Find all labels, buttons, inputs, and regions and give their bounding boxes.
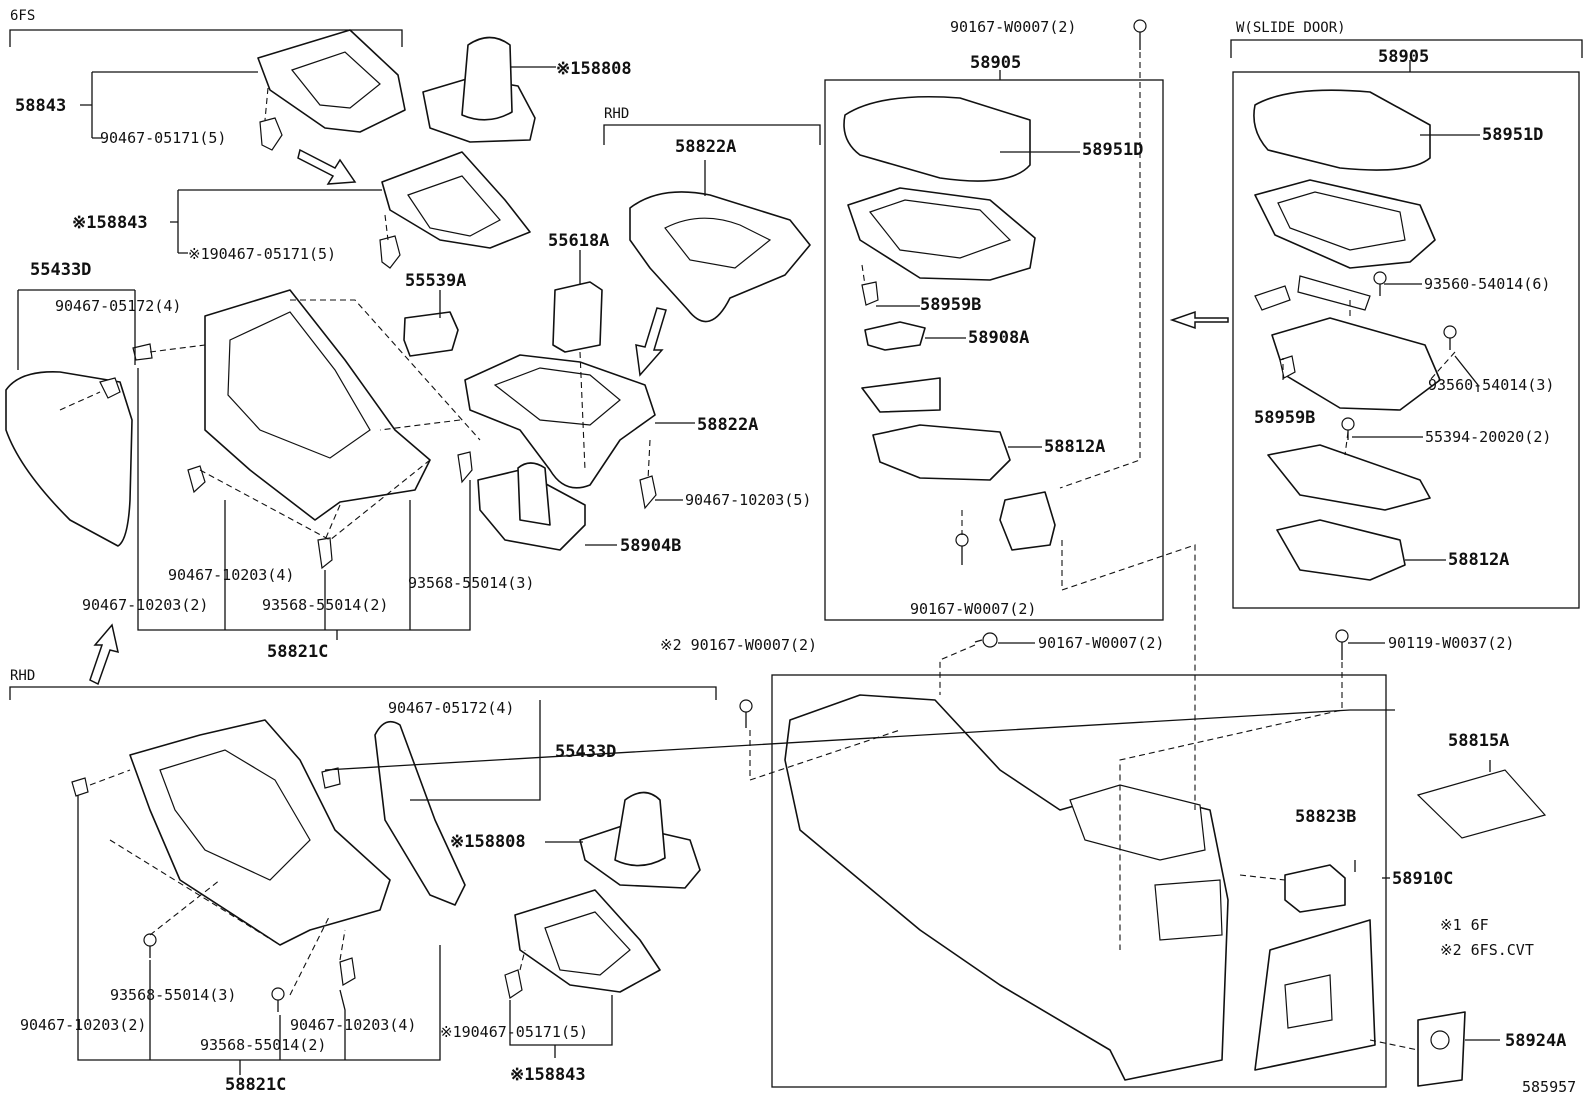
part-label: 55539A xyxy=(405,271,466,291)
console-box-frame xyxy=(771,674,1387,1088)
part-label: 55433D xyxy=(30,260,91,280)
part-label: 58959B xyxy=(1254,408,1315,428)
part-label: 58843 xyxy=(15,96,66,116)
part-label: 55433D xyxy=(555,742,616,762)
part-label: 58905 xyxy=(970,53,1021,73)
section-label-slide-door: W(SLIDE DOOR) xyxy=(1236,20,1346,36)
part-label: 55618A xyxy=(548,231,609,251)
fasteners xyxy=(71,19,1457,1012)
part-label: 90119-W0037(2) xyxy=(1388,634,1514,652)
footnote-2: ※2 6FS.CVT xyxy=(1440,941,1534,959)
parts-artwork xyxy=(5,29,1547,1087)
section-label-rhd-cup: RHD xyxy=(604,106,629,122)
part-label: 58823B xyxy=(1295,807,1356,827)
part-label: 58815A xyxy=(1448,731,1509,751)
part-label: 90467-05172(4) xyxy=(388,699,514,717)
footnote-1: ※1 6F xyxy=(1440,916,1489,934)
part-label: 90467-05172(4) xyxy=(55,297,181,315)
dashed-guides xyxy=(59,52,1456,1051)
part-label: 58822A xyxy=(675,137,736,157)
part-label: 93560-54014(3) xyxy=(1428,376,1554,394)
part-label: 58812A xyxy=(1044,437,1105,457)
part-label: 58959B xyxy=(920,295,981,315)
part-label: 90467-10203(2) xyxy=(82,596,208,614)
part-label: ※190467-05171(5) xyxy=(188,245,336,263)
slide-door-box-frame xyxy=(1232,71,1580,609)
part-label: 90467-10203(4) xyxy=(168,566,294,584)
part-label: 90467-10203(5) xyxy=(685,491,811,509)
part-label: 58821C xyxy=(267,642,328,662)
direction-arrows xyxy=(89,148,1229,686)
part-label: 58904B xyxy=(620,536,681,556)
part-label: 58951D xyxy=(1482,125,1543,145)
part-label: 90467-10203(2) xyxy=(20,1016,146,1034)
part-labels: 58843 90467-05171(5) ※158808 ※158843 ※19… xyxy=(15,18,1566,1095)
part-label: 90167-W0007(2) xyxy=(1038,634,1164,652)
part-label: ※158808 xyxy=(556,59,632,79)
part-label: 58924A xyxy=(1505,1031,1566,1051)
section-brackets xyxy=(9,29,1583,700)
part-label: 93568-55014(3) xyxy=(408,574,534,592)
part-label: 58905 xyxy=(1378,47,1429,67)
part-label: 55394-20020(2) xyxy=(1425,428,1551,446)
part-label: 93560-54014(6) xyxy=(1424,275,1550,293)
part-label: 93568-55014(2) xyxy=(262,596,388,614)
section-label-rhd-bottom: RHD xyxy=(10,668,35,684)
part-label: ※158808 xyxy=(450,832,526,852)
part-label: ※158843 xyxy=(72,213,148,233)
part-label: ※158843 xyxy=(510,1065,586,1085)
section-label-6fs: 6FS xyxy=(10,8,35,24)
part-label: 58908A xyxy=(968,328,1029,348)
diagram-id: 585957 xyxy=(1522,1078,1576,1096)
part-label: 58812A xyxy=(1448,550,1509,570)
part-label: 58951D xyxy=(1082,140,1143,160)
part-label: 90467-05171(5) xyxy=(100,129,226,147)
part-label: 93568-55014(2) xyxy=(200,1036,326,1054)
part-label: 58910C xyxy=(1392,869,1453,889)
part-label: ※190467-05171(5) xyxy=(440,1023,588,1041)
part-label: 58821C xyxy=(225,1075,286,1095)
part-label: 93568-55014(3) xyxy=(110,986,236,1004)
part-label: 90167-W0007(2) xyxy=(950,18,1076,36)
part-label: 90467-10203(4) xyxy=(290,1016,416,1034)
armrest-box-frame xyxy=(824,79,1164,621)
part-label: ※2 90167-W0007(2) xyxy=(660,636,817,654)
leader-lines xyxy=(17,60,1500,1075)
part-label: 90167-W0007(2) xyxy=(910,600,1036,618)
part-label: 58822A xyxy=(697,415,758,435)
